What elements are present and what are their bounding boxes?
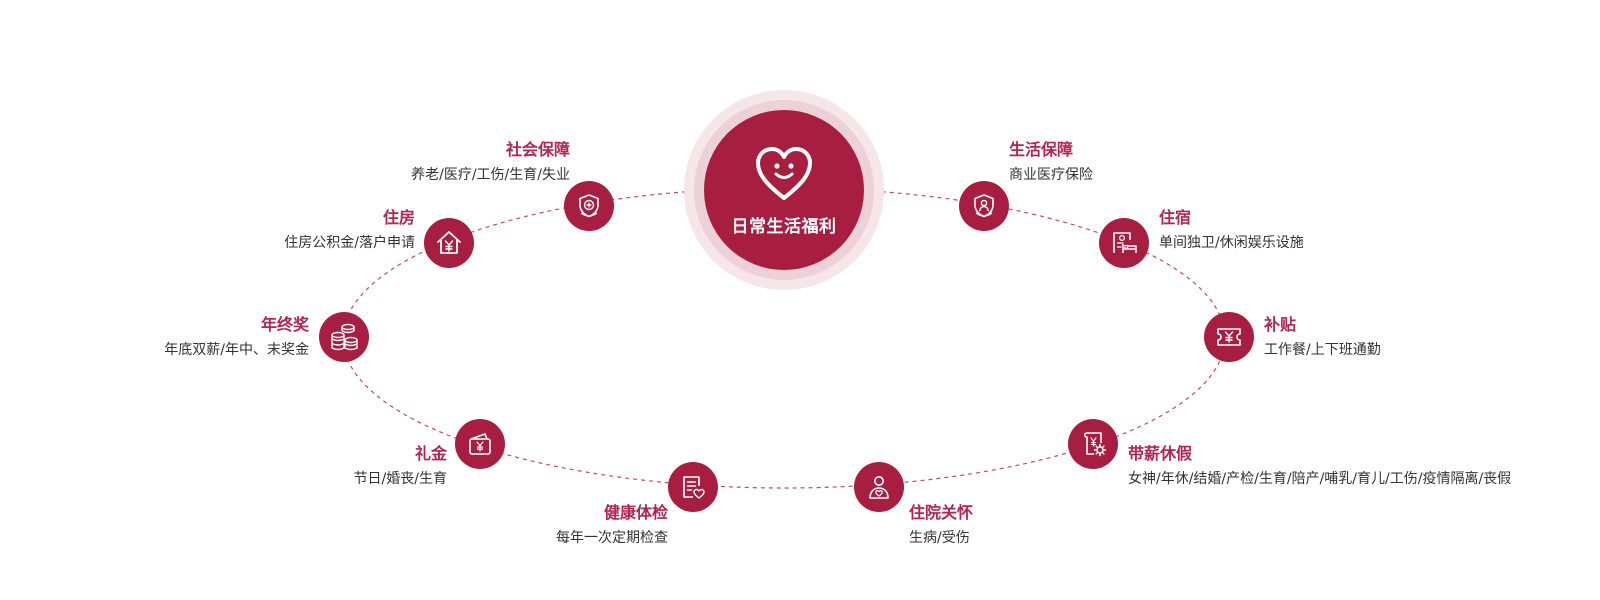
benefit-title: 住房	[382, 208, 415, 227]
benefit-title: 礼金	[414, 444, 447, 463]
coins-icon	[331, 323, 358, 351]
benefit-housing: 住房 住房公积金/落户申请	[284, 208, 415, 253]
benefit-desc: 每年一次定期检查	[556, 530, 668, 546]
benefit-social-security: 社会保障 养老/医疗/工伤/生育/失业	[411, 140, 570, 185]
benefit-title: 带薪休假	[1128, 444, 1193, 463]
hospital-care-node	[854, 462, 904, 512]
benefit-title: 健康体检	[603, 503, 668, 522]
benefit-health-checkup: 健康体检 每年一次定期检查	[556, 503, 668, 548]
benefit-allowance: 补贴 工作餐/上下班通勤	[1264, 315, 1381, 360]
center-circle	[704, 110, 864, 270]
benefit-title: 补贴	[1264, 315, 1297, 334]
benefit-desc: 女神/年休/结婚/产检/生育/陪产/哺乳/育儿/工伤/疫情隔离/丧假	[1128, 471, 1512, 487]
shield-person-icon	[974, 194, 994, 218]
health-checkup-node	[668, 462, 718, 512]
housing-node	[424, 218, 474, 268]
benefit-life-security: 生活保障 商业医疗保险	[1009, 140, 1093, 185]
benefit-title: 年终奖	[260, 315, 309, 334]
ticket-yuan-icon	[1217, 328, 1241, 346]
benefit-paid-leave: 带薪休假 女神/年休/结婚/产检/生育/陪产/哺乳/育儿/工伤/疫情隔离/丧假	[1128, 444, 1511, 489]
report-heart-icon	[683, 476, 705, 499]
benefit-desc: 年底双薪/年中、末奖金	[164, 342, 309, 358]
benefit-hospital-care: 住院关怀 生病/受伤	[909, 503, 973, 548]
benefit-desc: 节日/婚丧/生育	[353, 471, 447, 487]
paid-leave-node	[1068, 419, 1118, 469]
benefit-title: 住宿	[1159, 208, 1192, 227]
heart-smile-icon	[756, 147, 812, 200]
wallet-yuan-icon	[469, 433, 491, 455]
dormitory-node	[1099, 218, 1149, 268]
person-heart-icon	[869, 476, 889, 499]
benefit-desc: 单间独卫/休闲娱乐设施	[1159, 235, 1304, 251]
house-yuan-icon	[437, 231, 461, 254]
allowance-node	[1204, 312, 1254, 362]
benefit-desc: 商业医疗保险	[1009, 167, 1093, 183]
benefit-desc: 养老/医疗/工伤/生育/失业	[411, 167, 570, 183]
benefit-dormitory: 住宿 单间独卫/休闲娱乐设施	[1159, 208, 1304, 253]
benefit-title: 住院关怀	[909, 503, 974, 522]
life-security-node	[959, 181, 1009, 231]
building-bed-icon	[1113, 232, 1137, 253]
year-end-bonus-node	[319, 312, 369, 362]
scroll-gear-icon	[1083, 432, 1107, 457]
benefit-title: 社会保障	[505, 140, 570, 159]
gift-money-node	[455, 419, 505, 469]
benefit-desc: 住房公积金/落户申请	[284, 235, 415, 251]
benefit-title: 生活保障	[1009, 140, 1074, 159]
benefit-year-end-bonus: 年终奖 年底双薪/年中、末奖金	[164, 315, 309, 360]
social-security-node	[564, 181, 614, 231]
benefit-desc: 生病/受伤	[909, 530, 970, 546]
benefit-desc: 工作餐/上下班通勤	[1264, 342, 1381, 358]
center-title: 日常生活福利	[731, 217, 837, 237]
benefit-gift-money: 礼金 节日/婚丧/生育	[354, 444, 447, 489]
shield-cross-icon	[579, 194, 599, 218]
